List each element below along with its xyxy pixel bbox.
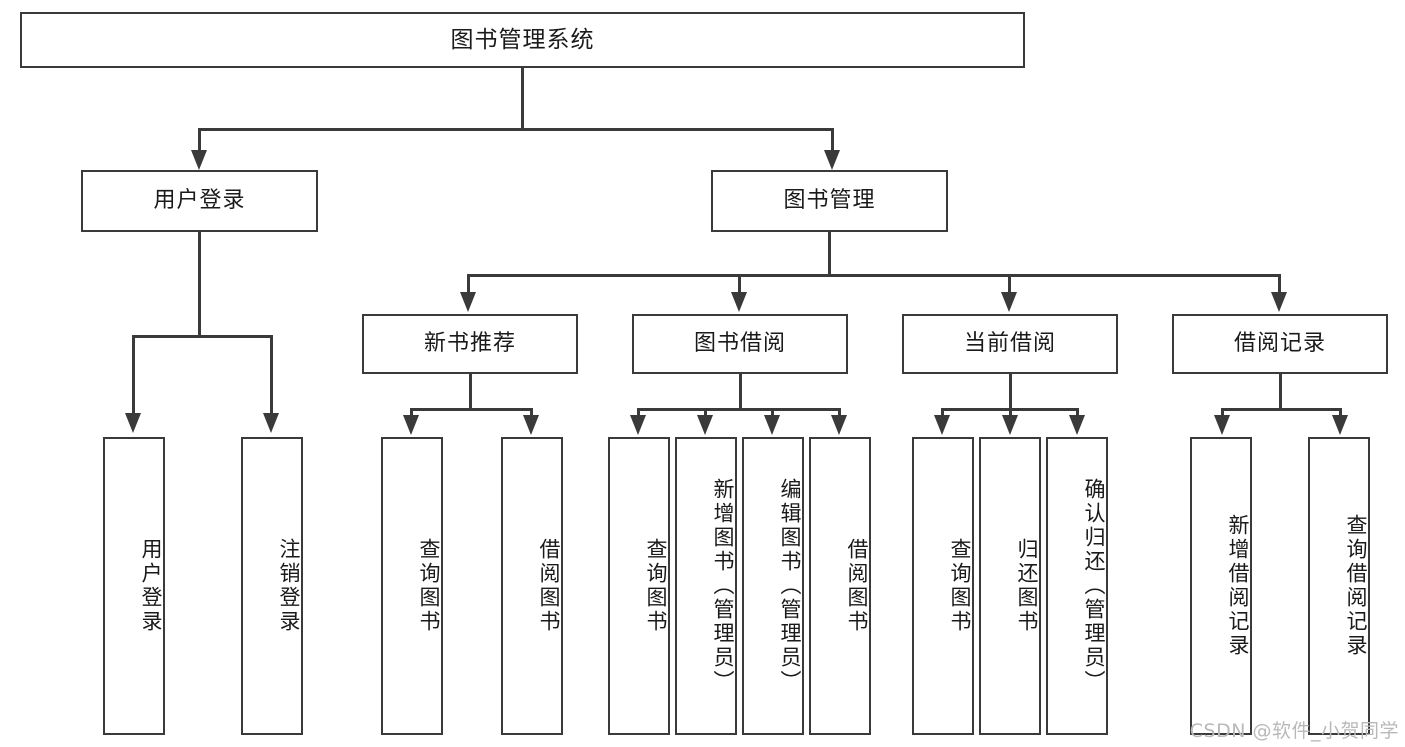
leaf-label: 确认归还（管理员）: [1082, 478, 1106, 694]
leaf-label: 注销登录: [277, 538, 301, 634]
leaf-current-borrow-query-book[interactable]: 查询图书: [912, 437, 974, 735]
leaf-borrow-record-add-record[interactable]: 新增借阅记录: [1190, 437, 1252, 735]
arrow-book-borrow-leaf-1: [630, 415, 646, 435]
leaf-new-book-borrow-book[interactable]: 借阅图书: [501, 437, 563, 735]
connector-new-book-stem: [469, 374, 472, 410]
leaf-label: 新增借阅记录: [1226, 514, 1250, 658]
connector-root-to-user-login: [198, 128, 201, 154]
arrow-new-book-leaf-1: [403, 415, 419, 435]
connector-new-book-bar: [410, 408, 533, 411]
arrow-book-borrow-leaf-2: [697, 415, 713, 435]
connector-borrow-record-stem: [1279, 374, 1282, 410]
connector-book-borrow-stem: [739, 374, 742, 410]
arrow-user-login-leaf-2: [263, 413, 279, 433]
connector-user-login-leaf-1: [132, 335, 135, 417]
connector-current-borrow-stem: [1009, 374, 1012, 410]
connector-bm-to-new-book: [467, 274, 470, 296]
arrow-root-to-user-login: [191, 150, 207, 170]
node-label: 图书借阅: [693, 331, 786, 357]
arrow-current-borrow-leaf-2: [1002, 415, 1018, 435]
connector-current-borrow-leaf-3: [1076, 408, 1079, 419]
arrow-book-borrow-leaf-4: [831, 415, 847, 435]
connector-book-borrow-bar: [637, 408, 841, 411]
connector-book-management-stem: [828, 232, 831, 276]
connector-root-stem: [521, 68, 524, 130]
leaf-label: 编辑图书（管理员）: [778, 478, 802, 694]
connector-bm-to-borrow-record: [1278, 274, 1281, 296]
node-new-book-recommend[interactable]: 新书推荐: [362, 314, 578, 374]
node-label: 图书管理系统: [450, 26, 595, 53]
csdn-watermark: CSDN @软件_小贺同学: [1189, 720, 1399, 742]
node-label: 新书推荐: [423, 331, 516, 357]
connector-root-to-book-management: [831, 128, 834, 154]
connector-new-book-leaf-1: [410, 408, 413, 419]
node-root-book-management-system[interactable]: 图书管理系统: [20, 12, 1025, 68]
connector-current-borrow-leaf-2: [1009, 408, 1012, 419]
node-book-management[interactable]: 图书管理: [711, 170, 948, 232]
node-user-login[interactable]: 用户登录: [81, 170, 318, 232]
arrow-bm-to-new-book: [460, 292, 476, 312]
connector-bm-to-book-borrow: [738, 274, 741, 296]
arrow-current-borrow-leaf-1: [934, 415, 950, 435]
node-book-borrow[interactable]: 图书借阅: [632, 314, 848, 374]
node-borrow-record[interactable]: 借阅记录: [1172, 314, 1388, 374]
node-label: 用户登录: [153, 188, 246, 214]
connector-user-login-stem: [198, 232, 201, 337]
arrow-bm-to-borrow-record: [1271, 292, 1287, 312]
connector-bm-to-current-borrow: [1008, 274, 1011, 296]
connector-user-login-leaf-2: [270, 335, 273, 417]
arrow-new-book-leaf-2: [523, 415, 539, 435]
connector-book-borrow-leaf-1: [637, 408, 640, 419]
connector-root-bar: [198, 128, 833, 131]
leaf-label: 查询图书: [948, 538, 972, 634]
leaf-book-borrow-edit-book-admin[interactable]: 编辑图书（管理员）: [742, 437, 804, 735]
node-label: 图书管理: [783, 188, 876, 214]
leaf-user-login-logout[interactable]: 注销登录: [241, 437, 303, 735]
leaf-label: 用户登录: [139, 538, 163, 634]
connector-current-borrow-leaf-1: [941, 408, 944, 419]
leaf-book-borrow-query-book[interactable]: 查询图书: [608, 437, 670, 735]
connector-new-book-leaf-2: [530, 408, 533, 419]
node-current-borrow[interactable]: 当前借阅: [902, 314, 1118, 374]
leaf-label: 查询借阅记录: [1344, 514, 1368, 658]
leaf-user-login-login[interactable]: 用户登录: [103, 437, 165, 735]
leaf-label: 查询图书: [644, 538, 668, 634]
leaf-label: 查询图书: [417, 538, 441, 634]
leaf-label: 归还图书: [1015, 538, 1039, 634]
leaf-current-borrow-return-book[interactable]: 归还图书: [979, 437, 1041, 735]
leaf-label: 新增图书（管理员）: [711, 478, 735, 694]
arrow-borrow-record-leaf-2: [1332, 415, 1348, 435]
arrow-bm-to-current-borrow: [1001, 292, 1017, 312]
connector-book-borrow-leaf-4: [838, 408, 841, 419]
arrow-borrow-record-leaf-1: [1214, 415, 1230, 435]
connector-book-borrow-leaf-3: [771, 408, 774, 419]
arrow-book-borrow-leaf-3: [764, 415, 780, 435]
connector-borrow-record-leaf-2: [1339, 408, 1342, 419]
leaf-current-borrow-confirm-return-admin[interactable]: 确认归还（管理员）: [1046, 437, 1108, 735]
leaf-book-borrow-add-book-admin[interactable]: 新增图书（管理员）: [675, 437, 737, 735]
leaf-borrow-record-query-record[interactable]: 查询借阅记录: [1308, 437, 1370, 735]
connector-borrow-record-leaf-1: [1221, 408, 1224, 419]
node-label: 当前借阅: [963, 331, 1056, 357]
connector-user-login-bar: [132, 335, 272, 338]
node-label: 借阅记录: [1233, 331, 1326, 357]
leaf-book-borrow-borrow-book[interactable]: 借阅图书: [809, 437, 871, 735]
arrow-user-login-leaf-1: [125, 413, 141, 433]
arrow-root-to-book-management: [824, 150, 840, 170]
arrow-bm-to-book-borrow: [731, 292, 747, 312]
arrow-current-borrow-leaf-3: [1069, 415, 1085, 435]
connector-borrow-record-bar: [1221, 408, 1341, 411]
leaf-new-book-query-book[interactable]: 查询图书: [381, 437, 443, 735]
connector-book-borrow-leaf-2: [704, 408, 707, 419]
leaf-label: 借阅图书: [845, 538, 869, 634]
connector-book-management-bar: [467, 274, 1281, 277]
leaf-label: 借阅图书: [537, 538, 561, 634]
